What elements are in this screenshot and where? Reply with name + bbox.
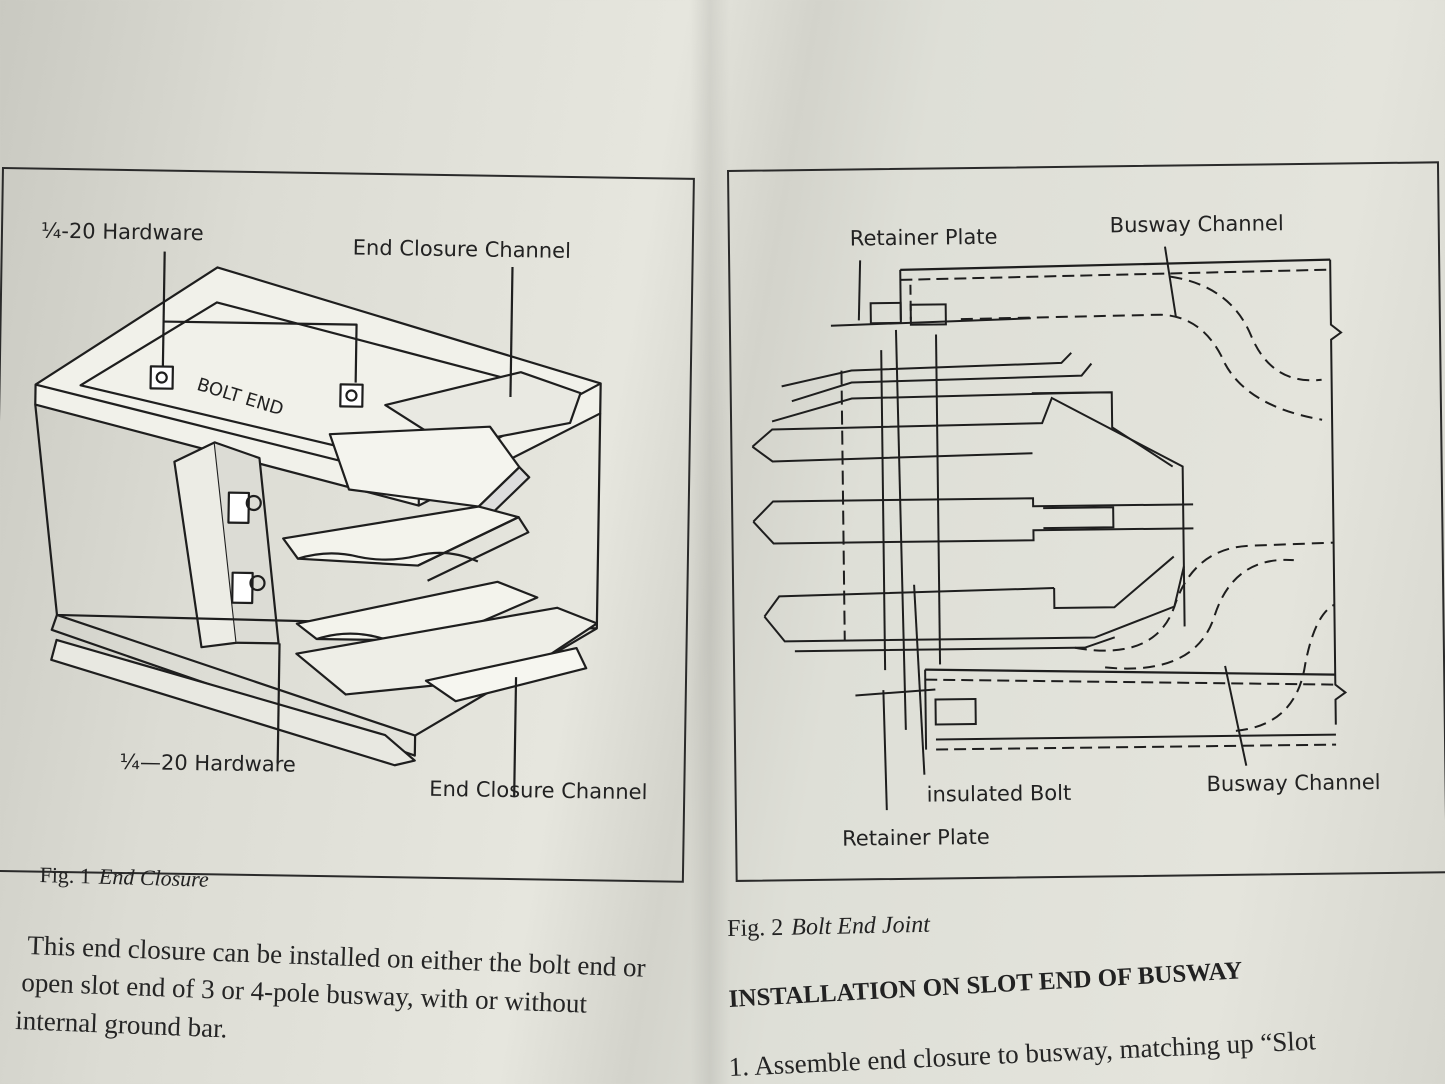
end-closure-drawing: BOLT END ¼-20 Hardware End Closure Chann… <box>34 219 648 804</box>
body-text-line: internal ground bar. <box>14 1005 229 1044</box>
label-channel-bottom: End Closure Channel <box>429 777 648 804</box>
figure-2-number: Fig. 2 <box>727 914 784 942</box>
label-busway-channel-top: Busway Channel <box>1110 211 1284 237</box>
figure-2-frame: Retainer Plate Busway Channel insulated … <box>727 161 1445 882</box>
figure-1-number: Fig. 1 <box>39 862 92 889</box>
figure-1-frame: BOLT END ¼-20 Hardware End Closure Chann… <box>0 167 695 883</box>
figure-2-title: Bolt End Joint <box>791 911 931 941</box>
section-heading: INSTALLATION ON SLOT END OF BUSWAY <box>728 957 1243 1013</box>
label-channel-top: End Closure Channel <box>353 236 572 263</box>
body-text-line: 1. Assemble end closure to busway, match… <box>728 1025 1317 1082</box>
page-gutter-shadow <box>690 0 730 1084</box>
label-hardware-top: ¼-20 Hardware <box>41 219 204 246</box>
label-retainer-plate-bottom: Retainer Plate <box>842 825 990 851</box>
figure-1-title: End Closure <box>98 863 210 892</box>
label-hardware-bottom: ¼—20 Hardware <box>119 750 296 777</box>
label-retainer-plate-top: Retainer Plate <box>850 225 998 251</box>
bolt-end-joint-drawing: Retainer Plate Busway Channel insulated … <box>751 211 1381 851</box>
label-busway-channel-bottom: Busway Channel <box>1206 770 1380 796</box>
label-insulated-bolt: insulated Bolt <box>926 781 1071 807</box>
